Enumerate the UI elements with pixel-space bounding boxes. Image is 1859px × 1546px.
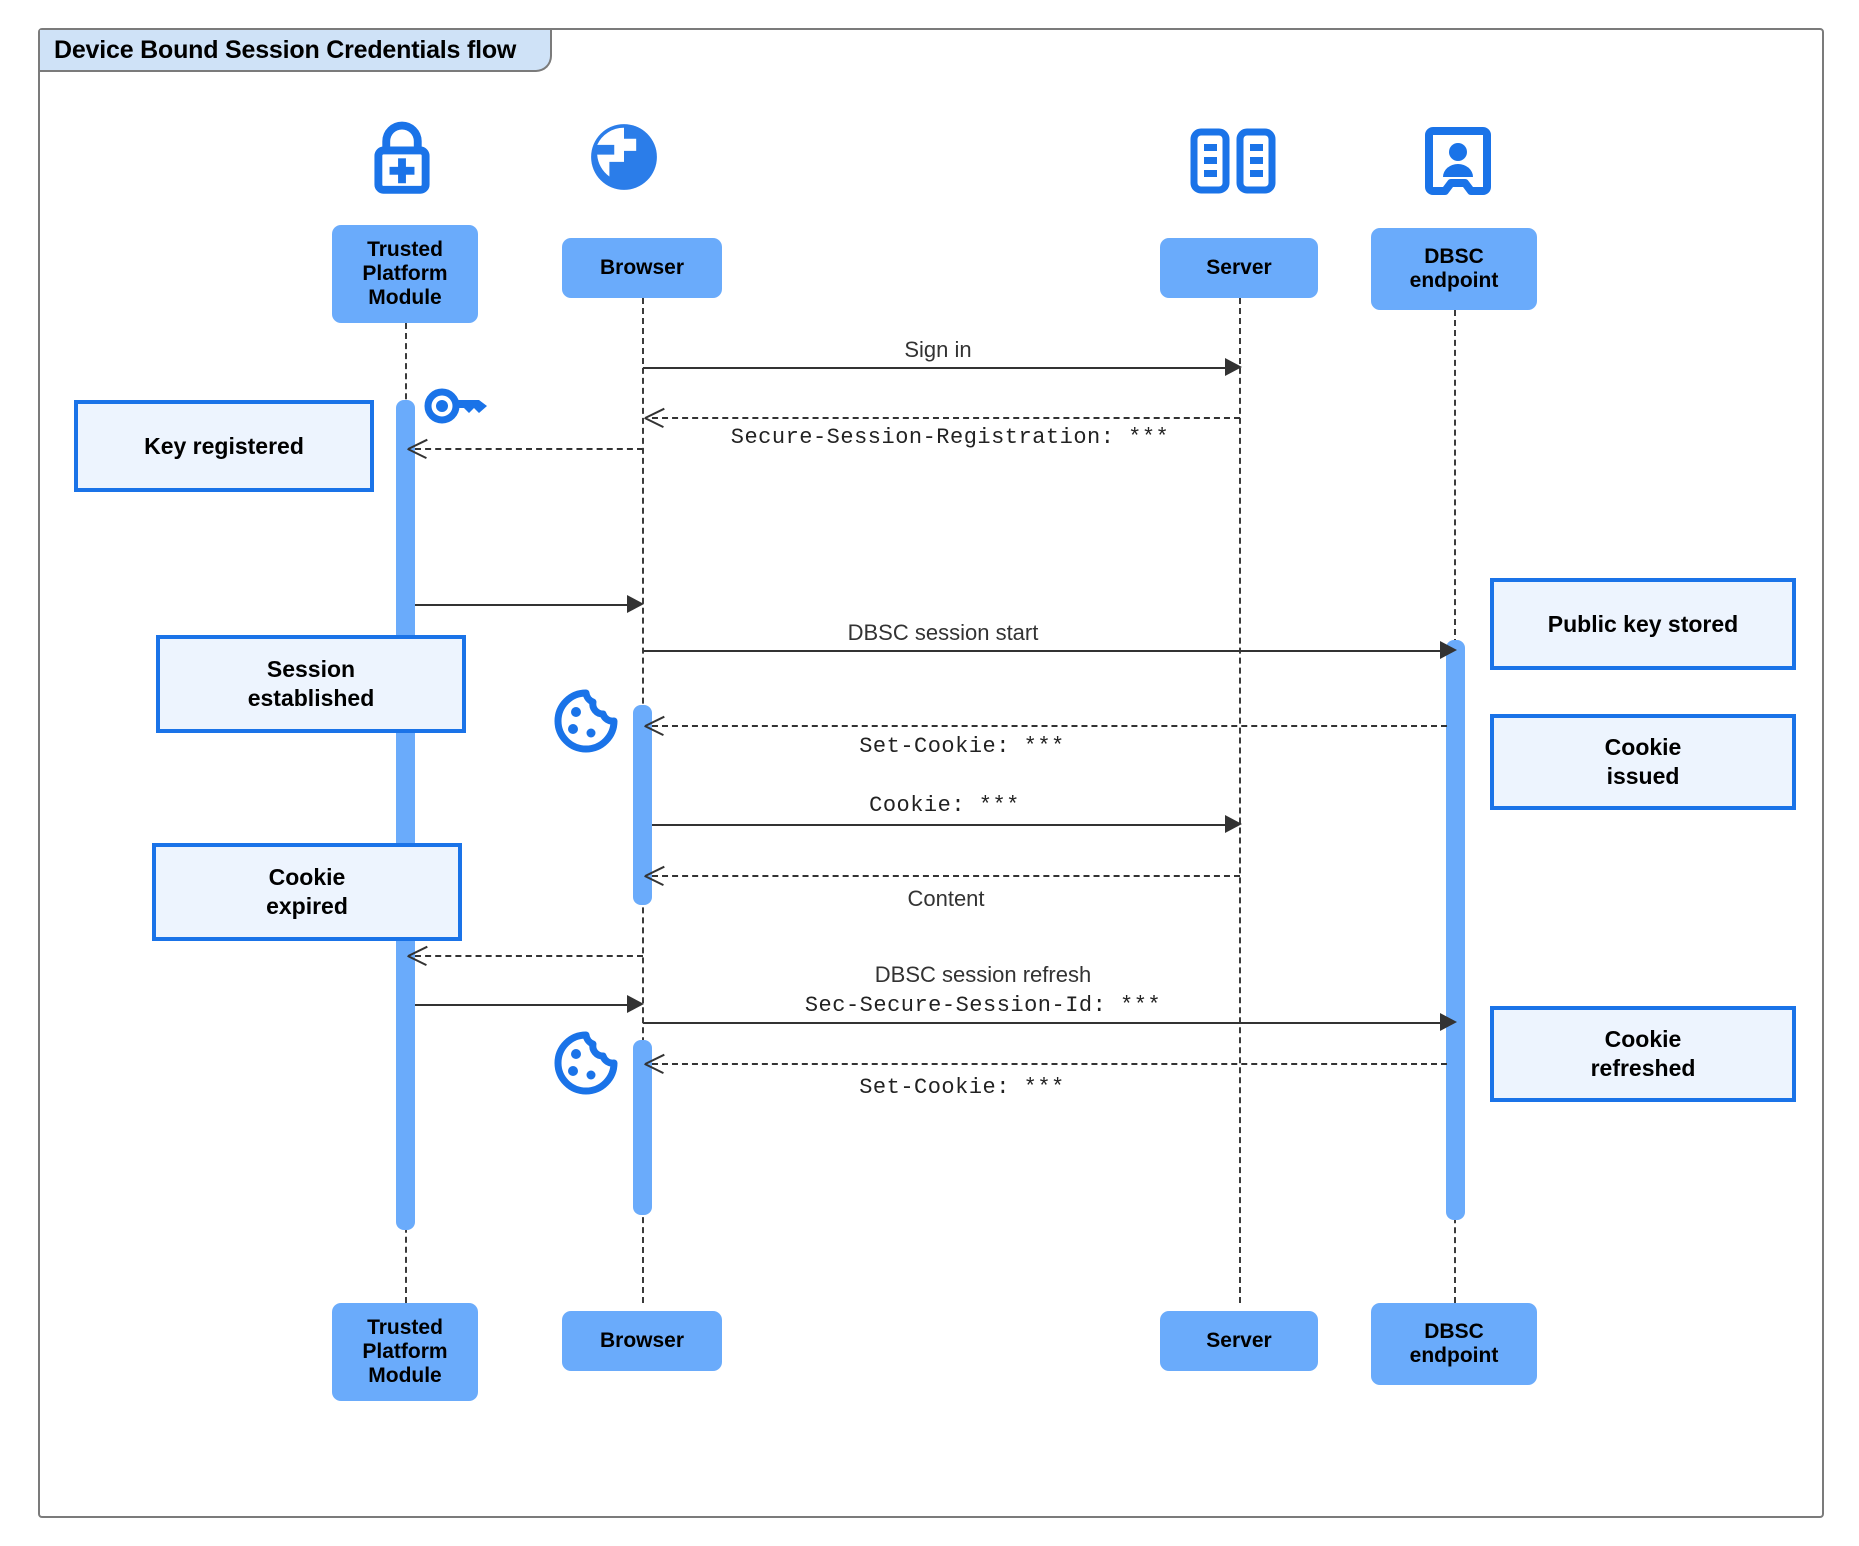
message-line-browser-to-tpm-2 bbox=[415, 955, 643, 957]
arrowhead-right bbox=[1440, 641, 1457, 659]
arrowhead-right bbox=[1440, 1013, 1457, 1031]
message-label-dbsc-session-start: DBSC session start bbox=[847, 620, 1039, 645]
message-label-cookie: Cookie: *** bbox=[869, 793, 1020, 818]
arrowhead-left-open bbox=[645, 1053, 665, 1073]
note-cookie-expired: Cookie expired bbox=[152, 843, 462, 941]
participant-server-bottom[interactable]: Server bbox=[1160, 1311, 1318, 1371]
note-key-registered: Key registered bbox=[74, 400, 374, 492]
arrowhead-left-open bbox=[645, 865, 665, 885]
server-rack-icon bbox=[1190, 128, 1278, 199]
participant-label: Trusted Platform Module bbox=[362, 237, 448, 310]
participant-tpm-bottom[interactable]: Trusted Platform Module bbox=[332, 1303, 478, 1401]
participant-browser-bottom[interactable]: Browser bbox=[562, 1311, 722, 1371]
lifeline-server bbox=[1239, 298, 1241, 1303]
key-icon bbox=[422, 382, 494, 435]
message-line-secure-session-registration bbox=[652, 417, 1240, 419]
arrowhead-left-open bbox=[645, 715, 665, 735]
participant-label: Trusted Platform Module bbox=[362, 1315, 448, 1388]
diagram-title-tab: Device Bound Session Credentials flow bbox=[40, 30, 553, 72]
message-line-tpm-to-browser-2 bbox=[415, 1004, 635, 1006]
message-line-dbsc-session-refresh bbox=[643, 1022, 1448, 1024]
participant-browser-top[interactable]: Browser bbox=[562, 238, 722, 298]
message-line-cookie bbox=[652, 824, 1237, 826]
note-text: Session established bbox=[247, 656, 375, 711]
participant-label: DBSC endpoint bbox=[1409, 1319, 1499, 1367]
message-label-sign-in: Sign in bbox=[904, 337, 972, 362]
page-title: Device Bound Session Credentials flow bbox=[54, 35, 517, 64]
message-line-set-cookie-2 bbox=[652, 1063, 1447, 1065]
message-line-sign-in bbox=[643, 367, 1233, 369]
message-label-sec-secure-session-id: Sec-Secure-Session-Id: *** bbox=[804, 993, 1162, 1018]
participant-server-top[interactable]: Server bbox=[1160, 238, 1318, 298]
arrowhead-left-open bbox=[408, 438, 428, 458]
message-label-secure-session-registration: Secure-Session-Registration: *** bbox=[730, 425, 1170, 450]
activation-bar-tpm bbox=[396, 400, 415, 1230]
note-public-key-stored: Public key stored bbox=[1490, 578, 1796, 670]
participant-label: Browser bbox=[599, 1328, 685, 1352]
activation-bar-browser-1 bbox=[633, 705, 652, 905]
note-session-established: Session established bbox=[156, 635, 466, 733]
message-label-content: Content bbox=[907, 886, 985, 911]
note-text: Cookie expired bbox=[266, 864, 348, 919]
message-label-set-cookie-2: Set-Cookie: *** bbox=[859, 1075, 1065, 1100]
arrowhead-right bbox=[627, 595, 644, 613]
arrowhead-right bbox=[627, 995, 644, 1013]
cookie-icon bbox=[548, 688, 622, 759]
participant-tpm-top[interactable]: Trusted Platform Module bbox=[332, 225, 478, 323]
note-cookie-refreshed: Cookie refreshed bbox=[1490, 1006, 1796, 1102]
note-text: Key registered bbox=[144, 432, 304, 459]
arrowhead-right bbox=[1225, 358, 1242, 376]
message-label-dbsc-session-refresh: DBSC session refresh bbox=[874, 962, 1092, 987]
participant-label: DBSC endpoint bbox=[1409, 244, 1499, 292]
message-line-content bbox=[652, 875, 1240, 877]
id-badge-icon bbox=[1425, 125, 1491, 206]
note-text: Public key stored bbox=[1547, 610, 1739, 637]
participant-label: Server bbox=[1206, 1328, 1272, 1352]
participant-label: Browser bbox=[599, 255, 685, 279]
note-text: Cookie issued bbox=[1604, 734, 1682, 789]
message-label-set-cookie-1: Set-Cookie: *** bbox=[859, 734, 1065, 759]
message-line-set-cookie-1 bbox=[652, 725, 1447, 727]
arrowhead-left-open bbox=[645, 407, 665, 427]
activation-bar-browser-2 bbox=[633, 1040, 652, 1215]
message-line-tpm-to-browser-1 bbox=[415, 604, 635, 606]
message-line-dbsc-session-start bbox=[643, 650, 1448, 652]
note-cookie-issued: Cookie issued bbox=[1490, 714, 1796, 810]
participant-dbsc-top[interactable]: DBSC endpoint bbox=[1371, 228, 1537, 310]
lock-plus-icon bbox=[360, 115, 444, 204]
cookie-icon bbox=[548, 1030, 622, 1101]
arrowhead-left-open bbox=[408, 945, 428, 965]
arrowhead-right bbox=[1225, 815, 1242, 833]
participant-label: Server bbox=[1206, 255, 1272, 279]
participant-dbsc-bottom[interactable]: DBSC endpoint bbox=[1371, 1303, 1537, 1385]
activation-bar-dbsc bbox=[1446, 640, 1465, 1220]
message-line-browser-to-tpm-1 bbox=[415, 448, 643, 450]
note-text: Cookie refreshed bbox=[1590, 1026, 1696, 1081]
globe-icon bbox=[585, 118, 663, 201]
